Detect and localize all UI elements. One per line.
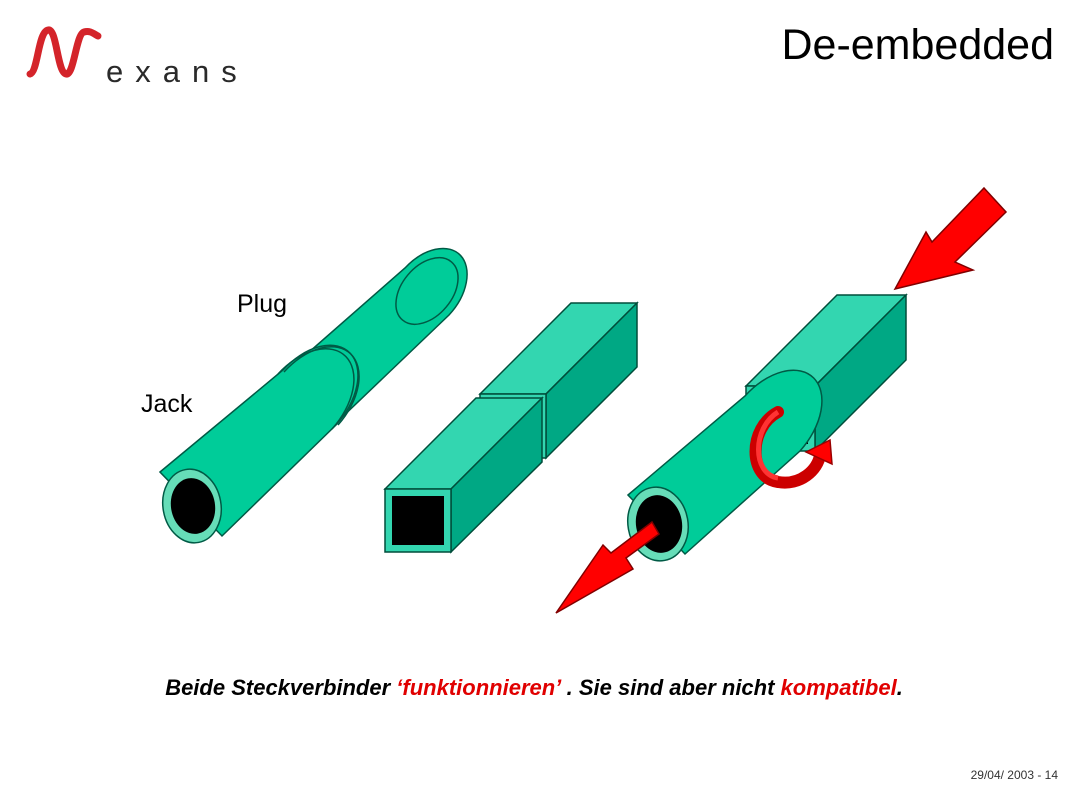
caption-part-5: . — [896, 675, 903, 700]
caption-part-1: Beide Steckverbinder — [165, 675, 397, 700]
nexans-logo: exans — [24, 22, 237, 87]
red-arrow-icon — [893, 186, 1008, 291]
rotation-arrow-icon — [749, 406, 833, 489]
plug-label: Plug — [237, 290, 288, 318]
square-connector — [383, 301, 639, 554]
footer-date-page: 29/04/ 2003 - 14 — [970, 768, 1058, 782]
nexans-logo-icon — [26, 26, 102, 78]
logo-wordmark: exans — [106, 54, 249, 89]
caption-highlight-funktionnieren: ‘funktionnieren’ — [396, 675, 561, 700]
caption-part-3: . Sie sind aber nicht — [560, 675, 781, 700]
round-connector — [158, 247, 468, 544]
jack-label: Jack — [141, 390, 193, 418]
caption: Beide Steckverbinder ‘funktionnieren’ . … — [0, 675, 1068, 701]
slide-title: De-embedded — [781, 21, 1054, 69]
red-arrow-icon — [555, 520, 660, 614]
caption-highlight-kompatibel: kompatibel — [780, 675, 897, 700]
